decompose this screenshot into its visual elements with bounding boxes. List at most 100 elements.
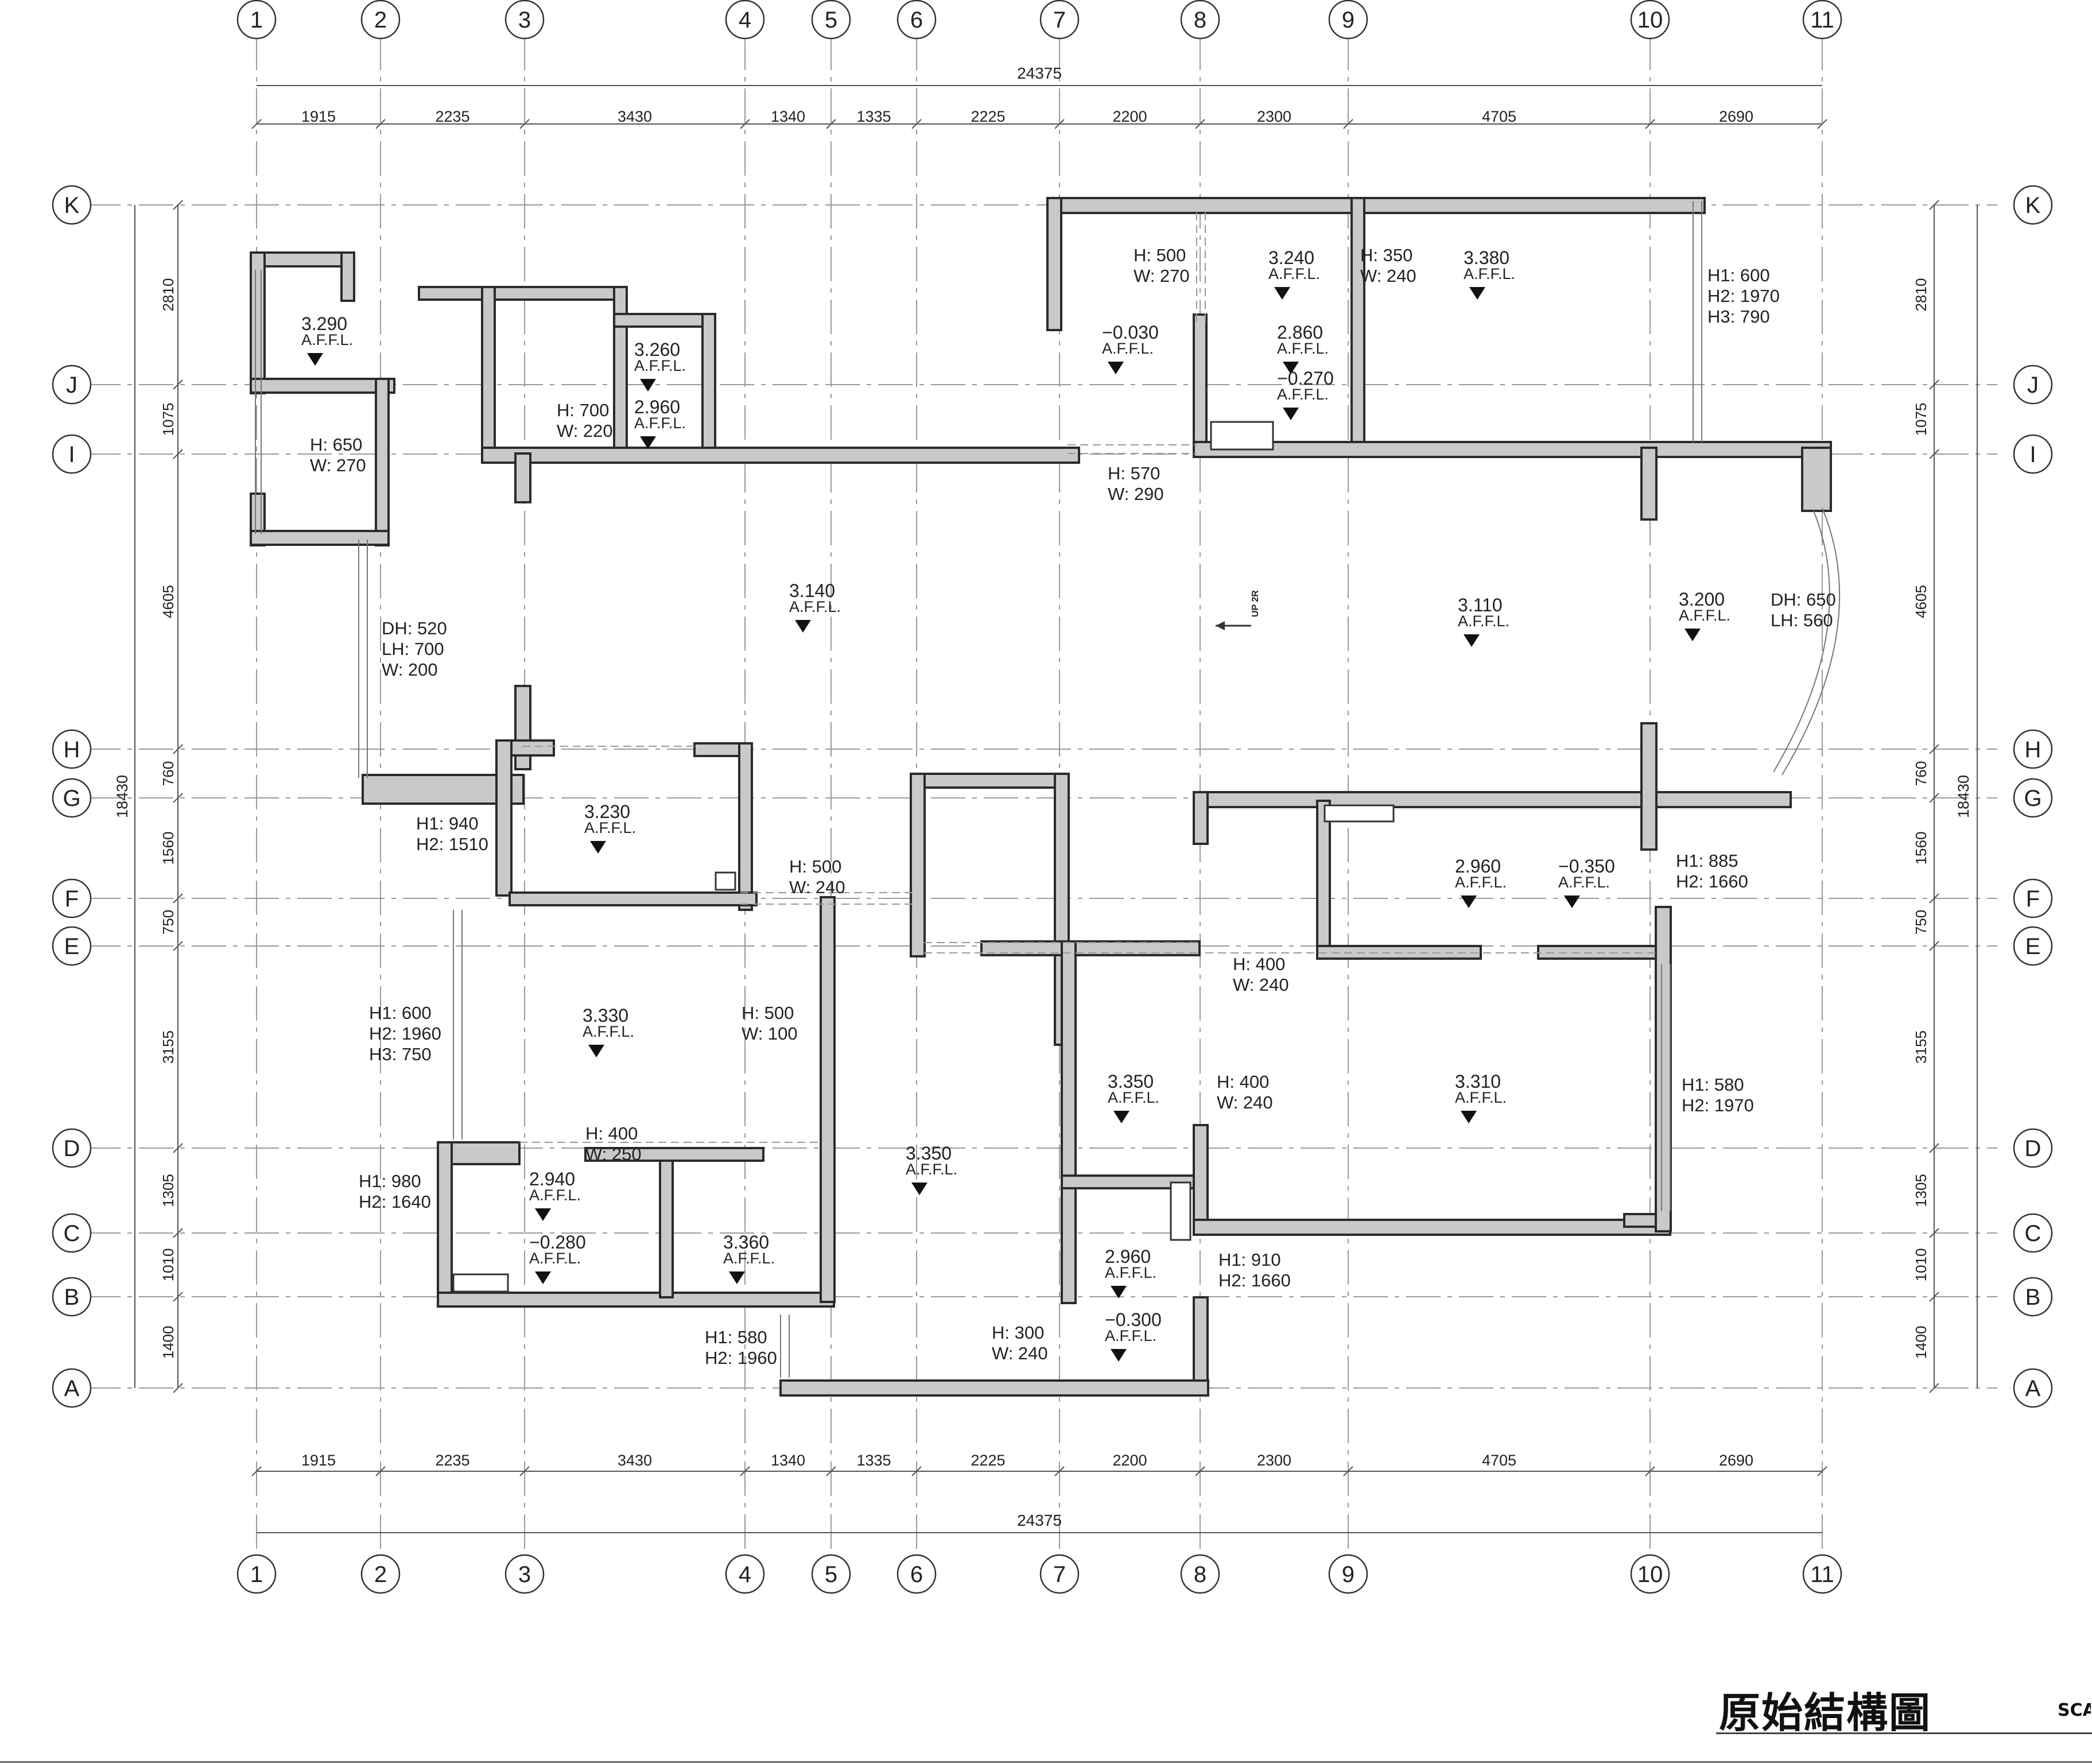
bottom-dimension-span-7: 2300: [1257, 1452, 1291, 1469]
bottom-dimension-span-5: 2225: [971, 1452, 1005, 1469]
drawing-title: 原始結構圖: [1719, 1689, 1932, 1737]
column-bubble-bottom-6-label: 6: [910, 1562, 923, 1587]
bottom-dimension-tick-8: [1343, 1466, 1353, 1476]
right-dimension-tick-9: [1929, 1292, 1939, 1302]
level-value-9: 3.110: [1458, 595, 1503, 615]
wall-segment-22: [1046, 197, 1062, 331]
row-bubble-left-J-circle: [52, 365, 92, 405]
opening-note-0-1: W: 270: [310, 455, 366, 475]
bottom-dimension-tick-3: [740, 1466, 750, 1476]
level-marker-2: [640, 436, 656, 449]
row-bubble-right-E-circle: [2013, 926, 2053, 966]
column-bubble-top-10-circle: [1630, 0, 1670, 40]
opening-note-15-0: H1: 580: [1682, 1075, 1744, 1095]
wall-segment-2: [250, 378, 395, 394]
level-marker-19: [535, 1271, 551, 1284]
column-bubble-bottom-11-circle: [1802, 1554, 1842, 1594]
top-dimension-span-1: 2235: [435, 108, 469, 125]
bottom-dimension-span-3: 1340: [771, 1452, 805, 1469]
top-dimension-tick-7: [1195, 119, 1205, 129]
level-value-10: 3.200: [1679, 589, 1725, 610]
column-bubble-top-3-label: 3: [518, 7, 531, 33]
bottom-dimension-span-2: 3430: [618, 1452, 652, 1469]
wall-segment-21: [1046, 197, 1706, 214]
row-bubble-right-F-label: F: [2026, 886, 2040, 912]
wall-segment-19: [738, 742, 753, 911]
wall-segment-12: [481, 447, 1080, 464]
column-bubble-top-10-label: 10: [1637, 7, 1663, 33]
left-dimension-span-6: 3155: [160, 1030, 177, 1064]
left-dimension-tick-5: [173, 893, 183, 904]
level-unit-0: A.F.F.L.: [301, 331, 353, 348]
opening-note-2-2: W: 200: [382, 660, 438, 680]
level-unit-12: A.F.F.L.: [1455, 874, 1507, 891]
opening-note-4-0: H: 350: [1360, 245, 1412, 265]
wall-segment-8: [481, 286, 496, 455]
right-dimension-span-8: 1010: [1912, 1249, 1930, 1282]
column-bubble-top-6-circle: [896, 0, 937, 40]
level-value-13: −0.350: [1558, 856, 1615, 877]
right-dimension-tick-3: [1929, 744, 1939, 754]
level-unit-4: A.F.F.L.: [1102, 340, 1154, 357]
level-marker-17: [911, 1183, 927, 1195]
wall-segment-13: [514, 452, 531, 503]
bottom-dimension-tick-4: [826, 1466, 836, 1476]
wall-segment-3: [340, 251, 355, 302]
wall-segment-50: [1193, 1219, 1671, 1236]
opening-note-6-0: H: 570: [1108, 463, 1160, 483]
row-bubble-right-I-circle: [2013, 434, 2053, 474]
left-dimension-tick-4: [173, 793, 183, 803]
opening-note-10-1: H2: 1660: [1676, 871, 1748, 891]
column-bubble-bottom-1-label: 1: [250, 1562, 263, 1587]
column-bubble-bottom-5-label: 5: [825, 1562, 837, 1587]
row-bubble-right-I-label: I: [2029, 442, 2036, 467]
row-bubble-left-I-label: I: [68, 442, 75, 467]
wall-segment-27: [1801, 447, 1832, 512]
level-marker-3: [795, 620, 811, 633]
column-bubble-bottom-6-circle: [896, 1554, 937, 1594]
right-dimension-tick-0: [1929, 200, 1939, 210]
wall-segment-35: [910, 773, 1070, 789]
opening-note-7-1: LH: 560: [1771, 610, 1833, 630]
level-value-15: 3.350: [1108, 1071, 1154, 1092]
bottom-dimension-tick-9: [1645, 1466, 1655, 1476]
column-bubble-bottom-10-label: 10: [1637, 1562, 1663, 1587]
left-dimension-tick-7: [173, 1143, 183, 1153]
bottom-dimension-span-1: 2235: [435, 1452, 469, 1469]
level-value-17: 3.350: [906, 1143, 952, 1164]
column-bubble-top-5-circle: [811, 0, 851, 40]
annotations: 3.290A.F.F.L.3.260A.F.F.L.2.960A.F.F.L.3…: [301, 245, 1836, 1368]
wall-segment-26: [1640, 447, 1658, 521]
level-marker-18: [535, 1208, 551, 1221]
level-unit-16: A.F.F.L.: [1455, 1089, 1507, 1106]
row-bubble-right-E-label: E: [2025, 934, 2041, 959]
opening-note-3-1: W: 270: [1134, 266, 1190, 286]
level-marker-1: [640, 379, 656, 391]
top-dimension-span-7: 2300: [1257, 108, 1291, 125]
column-bubble-top-11-label: 11: [1810, 7, 1834, 33]
level-value-11: 3.230: [584, 801, 630, 822]
opening-note-1-1: W: 220: [557, 421, 613, 441]
right-dimension-span-4: 1560: [1912, 832, 1930, 865]
wall-segment-17: [495, 739, 513, 897]
level-unit-2: A.F.F.L.: [634, 414, 686, 432]
right-dimension-tick-2: [1929, 449, 1939, 459]
level-value-5: 3.240: [1268, 247, 1314, 268]
top-dimension-tick-6: [1054, 119, 1065, 129]
wall-segment-20: [509, 891, 758, 906]
bottom-dimension-span-8: 4705: [1482, 1452, 1516, 1469]
top-dimension-tick-4: [826, 119, 836, 129]
opening-note-14-0: H: 400: [1217, 1072, 1269, 1092]
column-bubble-top-1-circle: [236, 0, 277, 40]
row-bubble-left-F-circle: [52, 878, 92, 918]
level-unit-5: A.F.F.L.: [1268, 265, 1320, 282]
left-dimension-tick-10: [173, 1383, 183, 1393]
level-marker-9: [1464, 634, 1480, 647]
scale-label: SCALE: [2058, 1700, 2091, 1720]
top-dimension-span-0: 1915: [301, 108, 336, 125]
fixture-3: [1170, 1181, 1191, 1241]
level-value-8: 3.380: [1464, 247, 1509, 268]
bottom-dimension-tick-7: [1195, 1466, 1205, 1476]
